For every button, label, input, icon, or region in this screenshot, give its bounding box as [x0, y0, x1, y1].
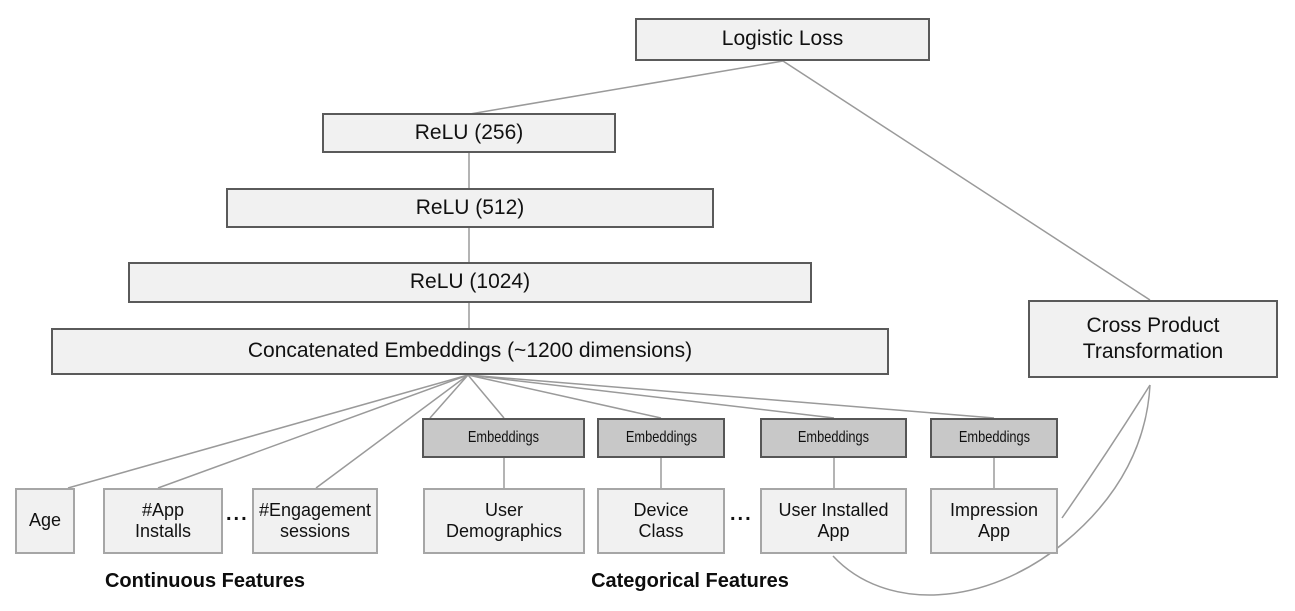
node-concatenated-embeddings: Concatenated Embeddings (~1200 dimension…: [51, 328, 889, 375]
node-concatenated-embeddings-label: Concatenated Embeddings (~1200 dimension…: [247, 339, 693, 363]
node-engagement-sessions-label: #Engagement sessions: [259, 500, 371, 542]
edge-concat-embed1b: [467, 374, 505, 419]
user-demographics-line2: Demographics: [445, 521, 563, 541]
node-impression-app-label: Impression App: [950, 500, 1038, 542]
app-installs-line2: Installs: [134, 521, 192, 541]
node-app-installs: #App Installs: [103, 488, 223, 554]
node-relu-512: ReLU (512): [226, 188, 714, 228]
edge-concat-embed1a: [429, 374, 469, 419]
edge-concat-embed3: [467, 374, 835, 419]
node-logistic-loss-label: Logistic Loss: [721, 27, 844, 51]
node-embeddings-user-demographics: Embeddings: [422, 418, 585, 458]
user-demographics-line1: User: [484, 499, 523, 520]
label-categorical-features: Categorical Features: [591, 570, 789, 592]
edge-loss-to-crossproduct: [782, 60, 1151, 301]
impression-app-line1: Impression: [949, 499, 1039, 520]
engagement-line1: #Engagement: [258, 499, 372, 520]
embeddings-label: Embeddings: [958, 428, 1030, 446]
node-user-installed-app-label: User Installed App: [778, 500, 888, 542]
device-class-line1: Device: [633, 499, 689, 520]
user-installed-app-line1: User Installed: [778, 499, 889, 520]
node-engagement-sessions: #Engagement sessions: [252, 488, 378, 554]
edge-concat-embed2: [467, 374, 662, 419]
device-class-line2: Class: [638, 521, 684, 541]
embeddings-label: Embeddings: [797, 428, 870, 446]
node-user-installed-app: User Installed App: [760, 488, 907, 554]
node-age: Age: [15, 488, 75, 554]
embeddings-label: Embeddings: [467, 428, 540, 446]
node-cross-product-transformation: Cross Product Transformation: [1028, 300, 1278, 378]
node-age-label: Age: [28, 510, 62, 531]
node-user-demographics-label: User Demographics: [446, 500, 562, 542]
node-embeddings-impression-app: Embeddings: [930, 418, 1058, 458]
node-relu-1024: ReLU (1024): [128, 262, 812, 303]
node-embeddings-device-class: Embeddings: [597, 418, 725, 458]
node-user-demographics: User Demographics: [423, 488, 585, 554]
node-device-class: Device Class: [597, 488, 725, 554]
user-installed-app-line2: App: [817, 521, 850, 541]
node-app-installs-label: #App Installs: [135, 500, 191, 542]
node-relu-256: ReLU (256): [322, 113, 616, 153]
embeddings-label: Embeddings: [625, 428, 697, 446]
edge-concat-engagement: [315, 374, 469, 489]
edge-loss-to-relu256: [469, 60, 784, 115]
node-impression-app: Impression App: [930, 488, 1058, 554]
edge-impapp-crossproduct: [1061, 384, 1151, 519]
engagement-line2: sessions: [279, 521, 351, 541]
edge-concat-embed4: [467, 374, 995, 419]
ellipsis-categorical: ...: [730, 503, 753, 525]
cross-product-line1: Cross Product: [1086, 313, 1220, 337]
node-relu-512-label: ReLU (512): [415, 195, 525, 219]
node-relu-256-label: ReLU (256): [414, 120, 524, 144]
edge-concat-age: [67, 374, 469, 489]
node-relu-1024-label: ReLU (1024): [409, 270, 531, 294]
node-logistic-loss: Logistic Loss: [635, 18, 930, 61]
label-continuous-features: Continuous Features: [104, 570, 305, 592]
ellipsis-continuous: ...: [226, 503, 249, 525]
edge-concat-appinstalls: [157, 374, 469, 489]
node-embeddings-user-installed-app: Embeddings: [760, 418, 907, 458]
app-installs-line1: #App: [141, 499, 185, 520]
impression-app-line2: App: [977, 521, 1011, 541]
node-device-class-label: Device Class: [633, 500, 688, 542]
node-cross-product-transformation-label: Cross Product Transformation: [1083, 313, 1223, 366]
cross-product-line2: Transformation: [1082, 340, 1224, 363]
